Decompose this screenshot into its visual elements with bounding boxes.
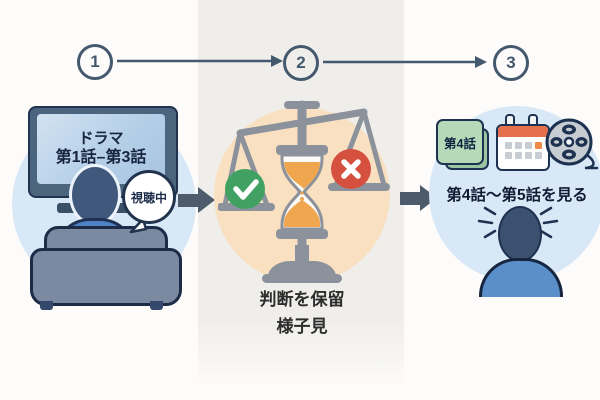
check-icon (225, 169, 265, 209)
status-badge: 視聴中 (122, 170, 176, 224)
thinking-person-icon (498, 206, 542, 262)
emphasis-marks-icon (477, 206, 559, 239)
sofa-foot (40, 301, 53, 310)
stage2-caption: 判断を保留 様子見 (204, 286, 400, 340)
block-arrow-icon (400, 192, 420, 205)
calendar-header (498, 126, 548, 137)
stage3-caption: 第4話〜第5話を見る (446, 187, 588, 204)
calendar-highlighted-day (534, 142, 542, 149)
stage2-caption-line1: 判断を保留 (259, 290, 345, 309)
sofa-foot (150, 301, 163, 310)
block-arrow-head (198, 187, 215, 213)
episode-card-icon: 第4話 (436, 119, 484, 165)
step-3-badge: 3 (493, 45, 529, 81)
block-arrow-icon (178, 194, 198, 207)
sofa-icon (30, 248, 182, 306)
viewer-person-icon (69, 164, 121, 226)
step-1-badge: 1 (77, 44, 113, 80)
film-reel-icon (545, 118, 599, 170)
hourglass-icon (276, 145, 328, 239)
balance-scale-icon (218, 100, 390, 283)
step-2-badge: 2 (283, 45, 319, 81)
cross-icon (331, 149, 371, 189)
calendar-icon (496, 124, 550, 171)
tv-title: ドラマ (78, 129, 124, 147)
step-connector-arrows (117, 55, 487, 68)
tv-episodes: 第1話–第3話 (55, 149, 147, 167)
stage2-caption-line2: 様子見 (276, 317, 328, 337)
calendar-grid (498, 142, 548, 159)
